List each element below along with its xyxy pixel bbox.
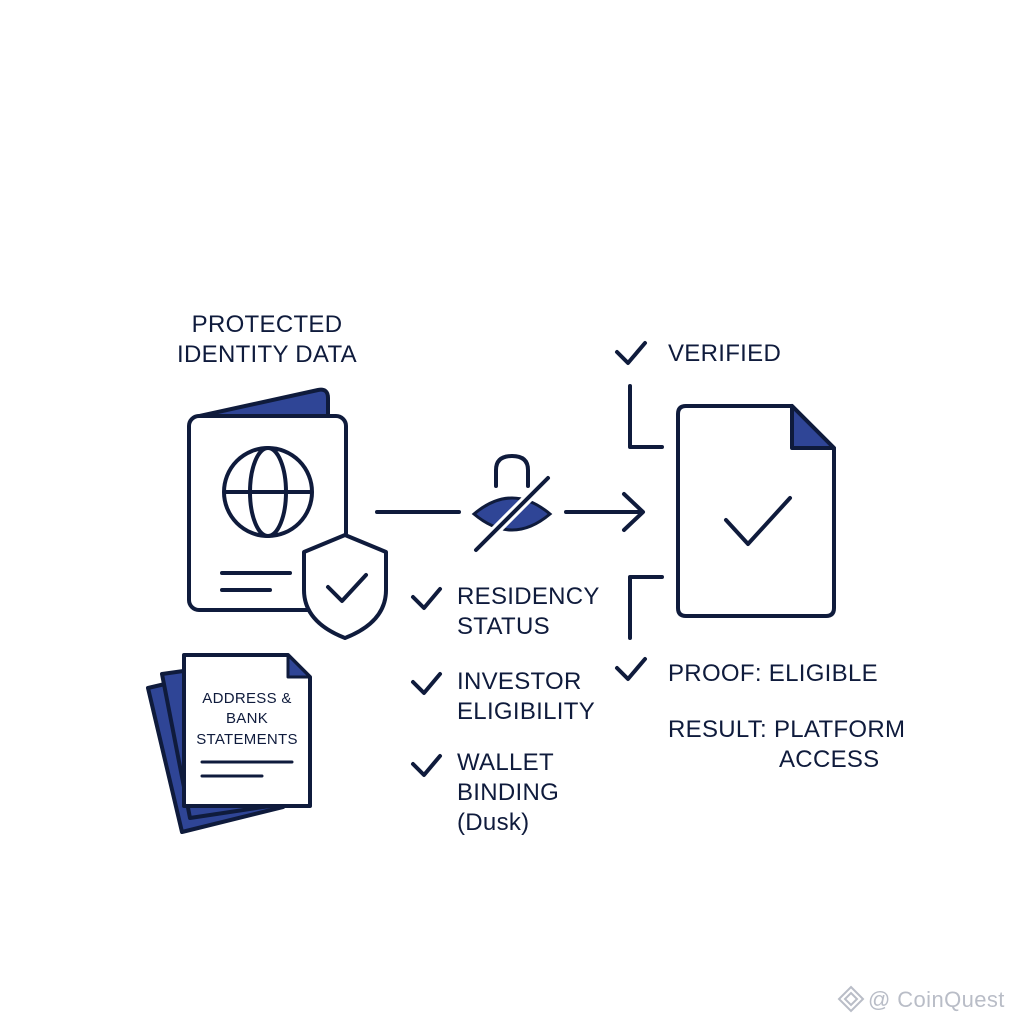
check-investor-line1: INVESTOR [457,668,582,695]
check-icon [411,754,442,777]
verified-label: VERIFIED [668,340,781,367]
connector-top [628,384,664,449]
documents-line2: BANK [226,710,268,727]
left-heading-line1: PROTECTED [192,311,343,338]
watermark-text: @ CoinQuest [868,987,1005,1012]
check-icon [411,672,442,695]
verified-document-icon [676,404,836,618]
check-item-investor: INVESTOR ELIGIBILITY [411,668,595,725]
result-line1: RESULT: PLATFORM [668,716,905,743]
check-icon [615,657,647,681]
check-icon [615,341,647,365]
shield-check-icon [302,533,388,640]
document-stack-icon: ADDRESS & BANK STATEMENTS [146,653,312,834]
arrow-icon [564,492,645,532]
check-residency-line2: STATUS [457,613,550,640]
connector-bottom [628,575,664,640]
proof-label: PROOF: ELIGIBLE [668,660,878,687]
watermark: @ CoinQuest [837,985,1005,1013]
check-item-wallet: WALLET BINDING (Dusk) [411,749,559,836]
privacy-lock-icon [471,453,553,555]
left-heading-line2: IDENTITY DATA [177,341,357,368]
documents-line1: ADDRESS & [202,690,291,707]
diamond-logo-icon [837,985,865,1013]
check-investor-line2: ELIGIBILITY [457,698,595,725]
result-line2: ACCESS [779,746,880,773]
globe-icon [222,446,314,538]
check-wallet-line2: BINDING [457,779,559,806]
check-icon [411,587,442,610]
check-wallet-line3: (Dusk) [457,809,529,836]
check-item-residency: RESIDENCY STATUS [411,583,600,640]
check-wallet-line1: WALLET [457,749,554,776]
documents-line3: STATEMENTS [196,731,298,748]
check-residency-line1: RESIDENCY [457,583,600,610]
